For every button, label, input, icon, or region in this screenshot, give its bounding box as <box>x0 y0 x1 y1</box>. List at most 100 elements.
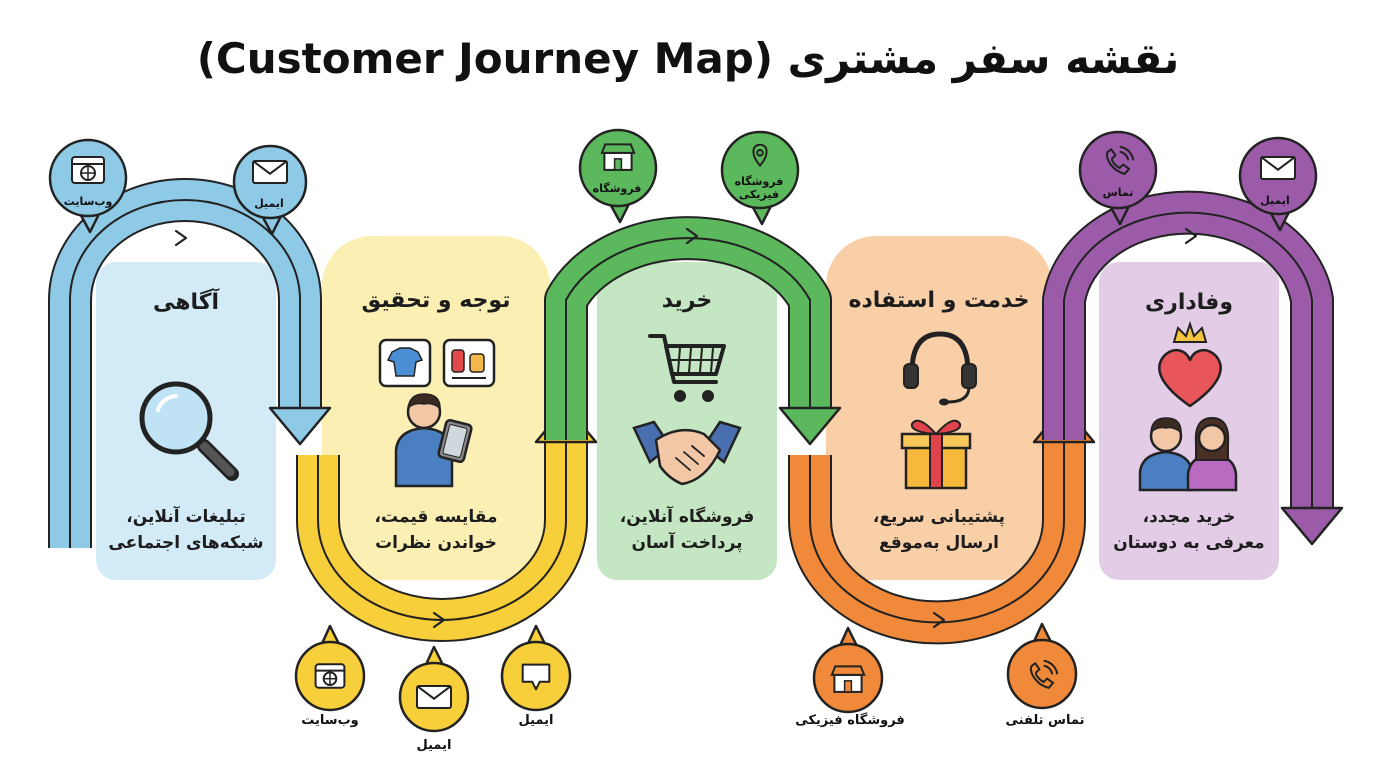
headset-mic <box>939 398 949 406</box>
woman-head <box>1197 423 1227 453</box>
touchpoint-label: فروشگاه <box>592 182 642 195</box>
shirt-icon <box>386 347 424 377</box>
headset-ear-left <box>903 363 919 389</box>
bubble-circle <box>1078 130 1158 210</box>
cart-handshake-icon <box>632 334 742 486</box>
shop-door <box>843 680 853 693</box>
shop-door <box>613 158 623 171</box>
arrowhead-awareness <box>268 406 332 446</box>
stage-desc-loyalty: خرید مجدد، معرفی به دوستان <box>1113 507 1265 553</box>
journey-path <box>48 178 1344 645</box>
touchpoint-bubble-email <box>398 645 470 733</box>
person-tablet-icon <box>378 338 496 488</box>
gift-bow <box>910 419 939 436</box>
touchpoint-label: ایمیل <box>416 738 452 753</box>
phone-wave <box>1119 145 1135 161</box>
man-hair <box>1150 417 1182 434</box>
jar-icon <box>469 353 485 373</box>
stage-title-consideration: توجه و تحقیق <box>361 288 511 313</box>
arrow-purchase <box>546 218 830 440</box>
stage-icons <box>139 320 1238 492</box>
touchpoint-bubble-email <box>232 144 308 236</box>
panel-service <box>826 236 1052 580</box>
heart-icon <box>1158 348 1222 408</box>
arrow-service-center-line <box>809 440 1065 624</box>
envelope-flap <box>1260 156 1296 171</box>
touchpoint-label: فروشگاه فیزیکی <box>734 175 784 201</box>
shop-awning <box>600 143 636 154</box>
crown-icon <box>1172 320 1208 343</box>
gift-ribbon <box>929 433 943 489</box>
phone-wave <box>1043 664 1054 675</box>
panel-loyalty <box>1099 262 1279 580</box>
touchpoint-label: ایمیل <box>518 713 554 728</box>
headset-gift-icon <box>900 331 977 490</box>
flow-chevron <box>1184 227 1198 245</box>
phone-wave <box>1043 659 1059 675</box>
touchpoint-bubbles <box>48 128 1318 733</box>
envelope-flap <box>416 685 452 700</box>
arrow-awareness <box>50 180 320 548</box>
bottle-icon <box>451 349 465 373</box>
touchpoint-bubble-email <box>500 624 572 712</box>
magnifier-handle-fill <box>199 441 235 477</box>
touchpoint-label: تماس تلفنی <box>1005 713 1085 728</box>
handshake-icon <box>654 428 722 486</box>
stage-title-loyalty: وفاداری <box>1145 290 1233 315</box>
location-pin-icon <box>752 143 768 168</box>
touchpoint-label: وب‌سایت <box>63 195 113 208</box>
magnifier-lens <box>139 381 213 455</box>
touchpoint-label: ایمیل <box>254 197 284 210</box>
phone-wave <box>1119 150 1130 161</box>
finger-lines <box>675 445 705 471</box>
gift-bow <box>933 419 962 436</box>
stage-title-service: خدمت و استفاده <box>848 288 1030 313</box>
arrow-purchase-center-line <box>565 237 811 440</box>
phone-icon <box>1105 148 1131 175</box>
bubble-circle <box>720 130 800 210</box>
headset-ear-right <box>961 363 977 389</box>
heart-couple-icon <box>1138 320 1238 492</box>
flow-chevron <box>432 611 446 629</box>
stage-desc-consideration: مقایسه قیمت، خواندن نظرات <box>374 507 498 553</box>
stage-title-awareness: آگاهی <box>152 290 220 315</box>
cart-wheel <box>674 390 686 402</box>
touchpoint-bubble-email <box>1238 136 1318 232</box>
flow-chevron <box>685 227 699 245</box>
flow-chevron <box>174 229 188 247</box>
arrow-consideration-center-line <box>317 440 567 621</box>
touchpoint-label: فروشگاه فیزیکی <box>795 713 905 728</box>
touchpoint-bubble-call <box>1078 130 1158 226</box>
touchpoint-label: تماس <box>1102 186 1134 199</box>
lens-glint <box>156 394 178 412</box>
stage-title-purchase: خرید <box>661 288 713 313</box>
page-title: نقشه سفر مشتری (Customer Journey Map) <box>196 34 1180 83</box>
stage-desc-awareness: تبلیغات آنلاین، شبکه‌های اجتماعی <box>108 507 264 553</box>
arrowhead-purchase <box>778 406 842 446</box>
headset-icon <box>909 331 971 373</box>
touchpoint-bubble-website <box>294 624 366 712</box>
touchpoint-bubble-physical-store <box>720 130 800 226</box>
shop-awning <box>830 665 866 676</box>
arrow-awareness-center-line <box>69 199 301 548</box>
touchpoint-bubble-physical-store <box>812 626 884 714</box>
touchpoint-label: ایمیل <box>1260 194 1290 207</box>
magnifier-icon <box>139 381 239 481</box>
cart-basket <box>664 344 726 376</box>
cart-wheel <box>702 390 714 402</box>
headset-mic-arm <box>947 387 971 404</box>
tablet-screen <box>442 424 468 458</box>
bubble-circle <box>1006 638 1078 710</box>
touchpoint-bubble-website <box>48 138 128 234</box>
touchpoint-bubble-phone <box>1006 622 1078 710</box>
stage-desc-service: پشتیبانی سریع، ارسال به‌موقع <box>872 507 1006 553</box>
panel-purchase <box>597 262 777 580</box>
phone-icon <box>1029 662 1055 689</box>
arrowhead-loyalty <box>1280 506 1344 546</box>
touchpoint-bubble-shop <box>578 128 658 224</box>
man-body <box>1138 450 1194 492</box>
envelope-flap <box>252 160 288 175</box>
touchpoint-label: وب‌سایت <box>301 713 359 728</box>
